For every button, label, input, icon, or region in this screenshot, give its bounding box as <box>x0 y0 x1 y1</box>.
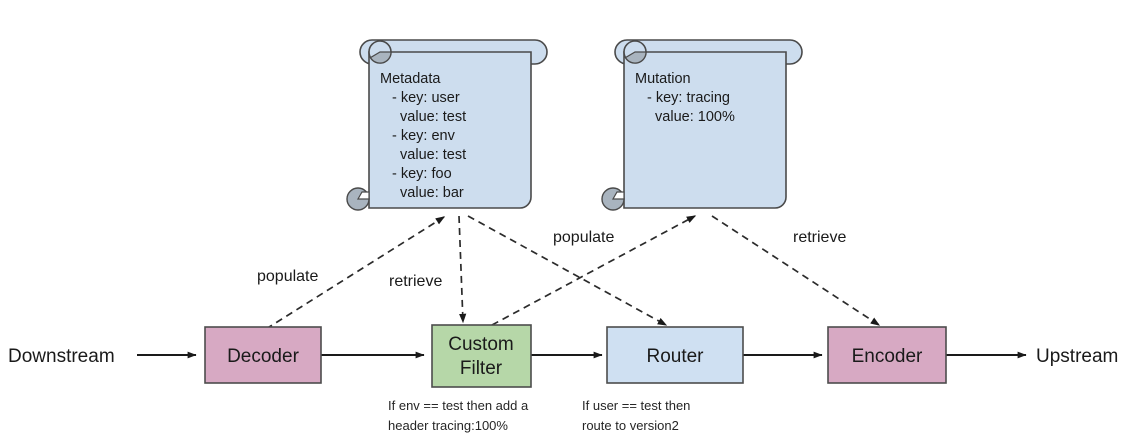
node-router[interactable]: Router <box>606 326 744 384</box>
metadata-scroll-line-4: - key: foo <box>392 166 452 182</box>
note-custom-filter: If env == test then add a header tracing… <box>388 398 529 433</box>
metadata-scroll-line-1: value: test <box>392 109 466 125</box>
mutation-scroll[interactable]: Mutation - key: tracing value: 100% <box>601 39 803 211</box>
mutation-scroll-body <box>623 51 787 209</box>
edge-label-populate-left: populate <box>257 268 318 285</box>
metadata-scroll-title: Metadata <box>380 71 441 87</box>
node-custom-filter-label-line2: Filter <box>460 358 503 379</box>
metadata-scroll-line-2: - key: env <box>392 128 456 144</box>
metadata-scroll-body <box>368 51 532 209</box>
node-custom-filter-label-line1: Custom <box>448 334 513 355</box>
metadata-scroll-bottom-curl-notch-icon <box>356 191 370 200</box>
note-custom-filter-line1: If env == test then add a <box>388 398 529 413</box>
edge-metadata-retrieve-router <box>467 215 668 326</box>
note-router-line1: If user == test then <box>582 398 690 413</box>
node-custom-filter[interactable]: Custom Filter <box>431 324 532 388</box>
metadata-edges <box>265 215 881 330</box>
mutation-scroll-title: Mutation <box>635 71 691 87</box>
node-custom-filter-rect <box>431 324 532 388</box>
label-downstream: Downstream <box>8 346 115 367</box>
edge-mutation-retrieve-encoder <box>711 215 881 326</box>
node-encoder[interactable]: Encoder <box>827 326 947 384</box>
node-decoder-rect <box>204 326 322 384</box>
node-encoder-label: Encoder <box>852 346 923 367</box>
node-router-label: Router <box>646 346 704 367</box>
metadata-scroll[interactable]: Metadata - key: user value: test - key: … <box>346 39 548 211</box>
node-decoder[interactable]: Decoder <box>204 326 322 384</box>
mutation-scroll-line-1: value: 100% <box>647 109 735 125</box>
edge-label-populate-right: populate <box>553 229 614 246</box>
note-router: If user == test then route to version2 <box>582 398 690 433</box>
mutation-scroll-top-curl-fill-icon <box>624 51 647 64</box>
mutation-scroll-line-0: - key: tracing <box>647 90 730 106</box>
metadata-scroll-line-0: - key: user <box>392 90 460 106</box>
node-router-rect <box>606 326 744 384</box>
metadata-scroll-line-5: value: bar <box>392 185 464 201</box>
edge-label-retrieve-left: retrieve <box>389 273 442 290</box>
mutation-scroll-bottom-curl-notch-icon <box>611 191 625 200</box>
edge-metadata-retrieve-custom-filter <box>458 215 467 324</box>
node-encoder-rect <box>827 326 947 384</box>
edge-custom-filter-populate-mutation <box>491 215 697 326</box>
metadata-scroll-line-3: value: test <box>392 147 466 163</box>
edge-label-retrieve-right: retrieve <box>793 229 846 246</box>
label-upstream: Upstream <box>1036 346 1118 367</box>
metadata-scroll-top-curl-fill-icon <box>369 51 392 64</box>
note-router-line2: route to version2 <box>582 418 679 433</box>
note-custom-filter-line2: header tracing:100% <box>388 418 508 433</box>
node-decoder-label: Decoder <box>227 346 299 367</box>
